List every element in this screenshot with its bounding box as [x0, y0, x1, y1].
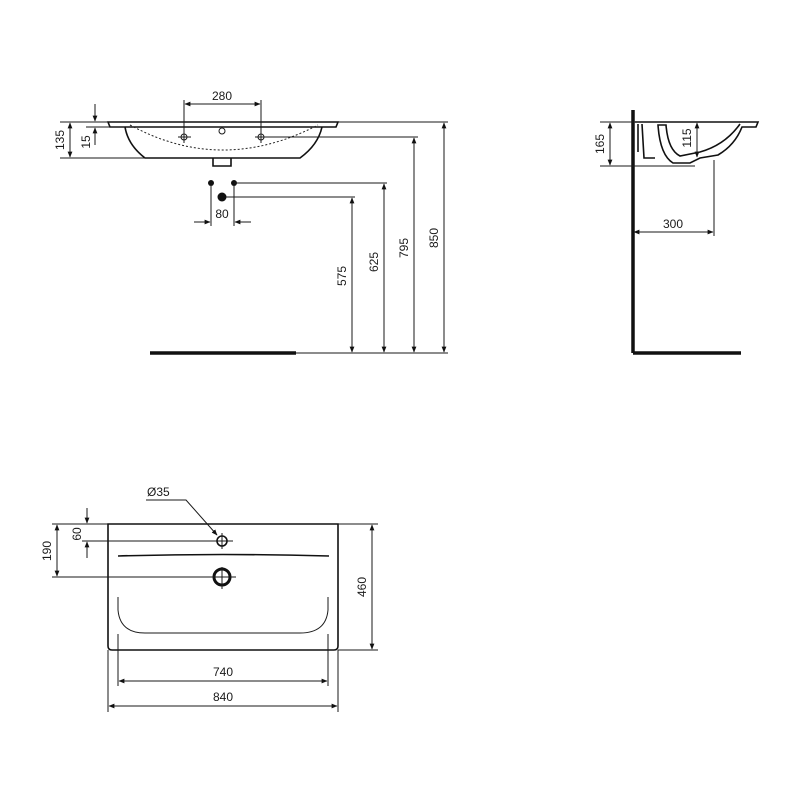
- top-view: Ø35 60 190 460 740 840: [40, 485, 378, 712]
- dim-height-625: 625: [367, 252, 381, 272]
- dim-depth: 460: [355, 577, 369, 597]
- dim-rim-height: 135: [53, 130, 67, 150]
- dim-bowl-depth: 115: [680, 128, 694, 147]
- dim-supply-spacing: 80: [215, 207, 229, 221]
- side-view: 165 115 300: [593, 110, 760, 355]
- dim-height-795: 795: [397, 238, 411, 258]
- front-view: 280 135 15 80 575 625: [53, 89, 448, 355]
- tap-hole-left: [178, 131, 191, 143]
- dim-tap-hole-offset: 60: [70, 527, 84, 541]
- basin-rim: [106, 121, 340, 128]
- dim-waste-projection: 300: [663, 217, 683, 231]
- dim-tap-hole-diameter: Ø35: [147, 485, 170, 499]
- dim-inner-width: 740: [213, 665, 233, 679]
- waste-outlet: [212, 158, 232, 167]
- basin-side-profile: [635, 121, 760, 164]
- waste-point: [217, 192, 227, 202]
- dim-overall-width: 840: [213, 690, 233, 704]
- dim-height-575: 575: [335, 266, 349, 286]
- supply-point-left: [208, 180, 214, 186]
- bowl-hidden-line: [129, 124, 319, 151]
- tap-hole-right: [255, 131, 268, 143]
- basin-body: [124, 126, 323, 159]
- dim-overall-depth: 165: [593, 134, 607, 154]
- dim-tap-hole-spacing: 280: [212, 89, 232, 103]
- dim-height-850: 850: [427, 228, 441, 248]
- inner-bowl: [117, 597, 329, 634]
- rim-edge: [117, 553, 330, 557]
- waste-hole-top: [212, 567, 236, 589]
- dim-rim-thickness: 15: [79, 135, 93, 149]
- basin-top-outline: [107, 523, 339, 651]
- tap-hole-top: [214, 533, 233, 549]
- dim-waste-offset: 190: [40, 541, 54, 561]
- overflow-hole: [218, 127, 226, 135]
